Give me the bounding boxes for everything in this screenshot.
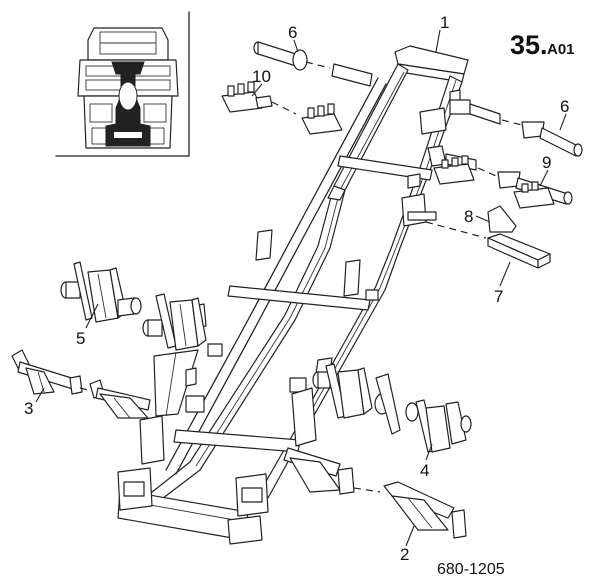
callout-4: 4 — [420, 461, 429, 480]
chassis-frame — [117, 45, 469, 545]
part-3-bracket — [11, 349, 151, 419]
page-reference-main: 35. — [510, 30, 548, 60]
page-reference-sub: A01 — [547, 41, 575, 58]
part-10-mount-left — [221, 81, 343, 135]
truck-inset — [55, 11, 190, 157]
part-9-mount-right — [427, 145, 573, 209]
callout-2: 2 — [400, 545, 409, 564]
callout-9: 9 — [542, 153, 551, 172]
part-7-tube — [487, 233, 551, 269]
part-6-pin-right — [449, 99, 583, 157]
part-2-bracket — [283, 447, 467, 539]
part-8-wedge — [487, 205, 517, 233]
callout-6-right: 6 — [560, 97, 569, 116]
callout-10: 10 — [252, 67, 271, 86]
callout-5: 5 — [76, 329, 85, 348]
callout-8: 8 — [464, 207, 473, 226]
callout-1: 1 — [440, 13, 449, 32]
part-4-spring-brackets — [312, 363, 472, 453]
leader-lines — [35, 29, 567, 547]
part-6-pin-left — [253, 41, 373, 87]
drawing-number: 680-1205 — [437, 561, 505, 578]
callout-3: 3 — [24, 399, 33, 418]
callout-7: 7 — [494, 287, 503, 306]
callout-6-top: 6 — [288, 23, 297, 42]
